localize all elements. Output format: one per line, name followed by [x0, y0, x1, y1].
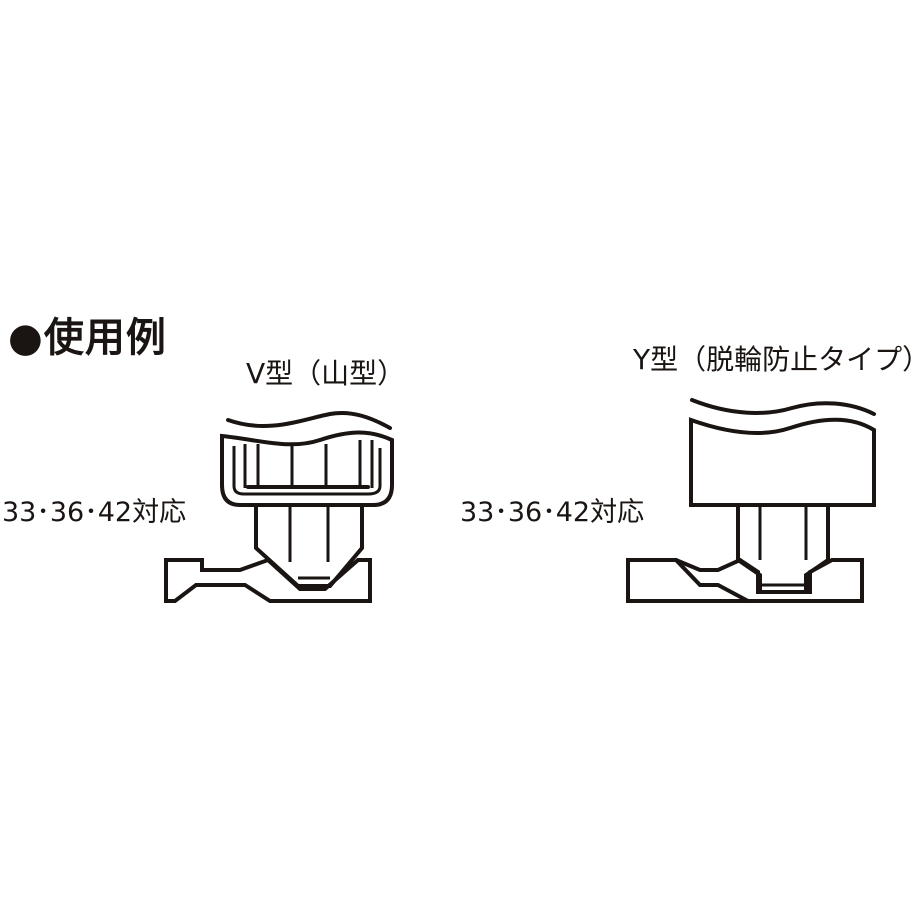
y-type-title: Y型（脱輪防止タイプ）: [633, 343, 920, 376]
v-wheel: [254, 503, 364, 588]
v-housing-inner: [232, 446, 382, 496]
v-type-illustration: [164, 411, 394, 603]
y-rail-groove: [674, 558, 750, 603]
v-wave-line: [226, 411, 392, 430]
v-type-compat-label: 33･36･42対応: [2, 497, 187, 528]
y-wave-line: [690, 398, 876, 416]
y-rail: [626, 557, 864, 603]
page-title: ●使用例: [8, 315, 167, 361]
v-housing: [220, 430, 394, 507]
y-housing: [689, 417, 876, 507]
y-wheel: [736, 503, 830, 594]
v-rail: [164, 557, 372, 603]
y-type-illustration: [626, 398, 876, 603]
v-type-title: V型（山型）: [246, 357, 406, 390]
y-type-compat-label: 33･36･42対応: [460, 497, 645, 528]
